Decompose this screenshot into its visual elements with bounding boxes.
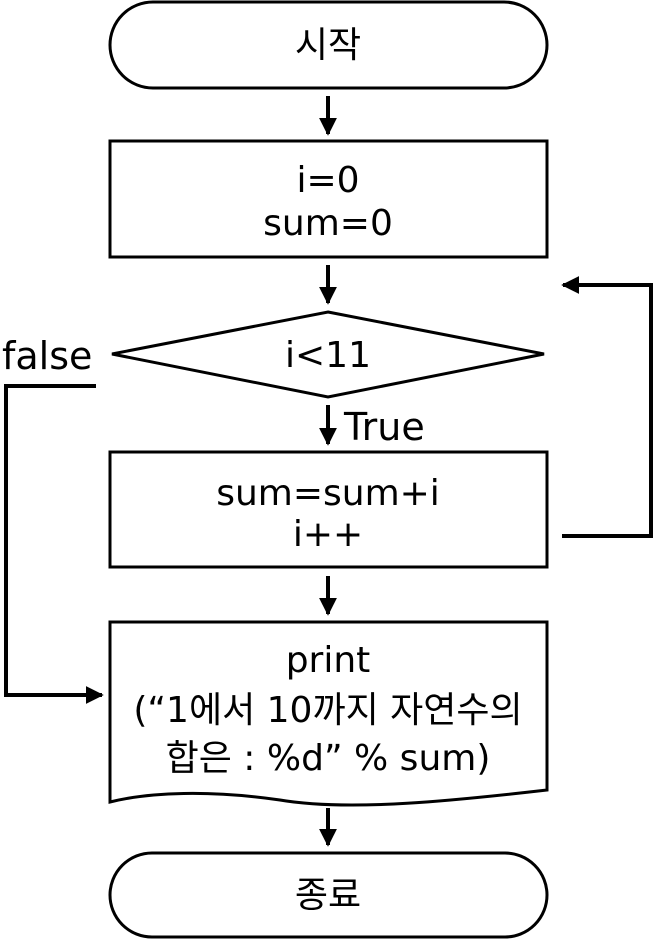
start-label: 시작	[295, 25, 361, 66]
init-line-2: sum=0	[263, 203, 393, 244]
output-line-3: 합은 : %d” % sum)	[166, 738, 491, 779]
decision-condition: i<11	[285, 335, 371, 376]
true-label: True	[343, 405, 425, 449]
arrow-loop-back	[561, 276, 653, 538]
body-line-1: sum=sum+i	[216, 473, 440, 514]
end-label: 종료	[295, 875, 361, 916]
output-document: print (“1에서 10까지 자연수의 합은 : %d” % sum)	[108, 620, 549, 807]
start-terminal: 시작	[108, 0, 549, 90]
body-line-2: i++	[293, 514, 363, 555]
loop-body-process: sum=sum+i i++	[108, 450, 549, 569]
arrow-false-branch	[4, 384, 104, 704]
output-line-2: (“1에서 10까지 자연수의	[133, 690, 522, 731]
decision-diamond: i<11	[111, 310, 545, 399]
output-line-1: print	[286, 640, 371, 681]
end-terminal: 종료	[108, 851, 549, 939]
init-process: i=0 sum=0	[108, 139, 549, 259]
init-line-1: i=0	[296, 160, 359, 201]
false-label: false	[2, 334, 92, 378]
